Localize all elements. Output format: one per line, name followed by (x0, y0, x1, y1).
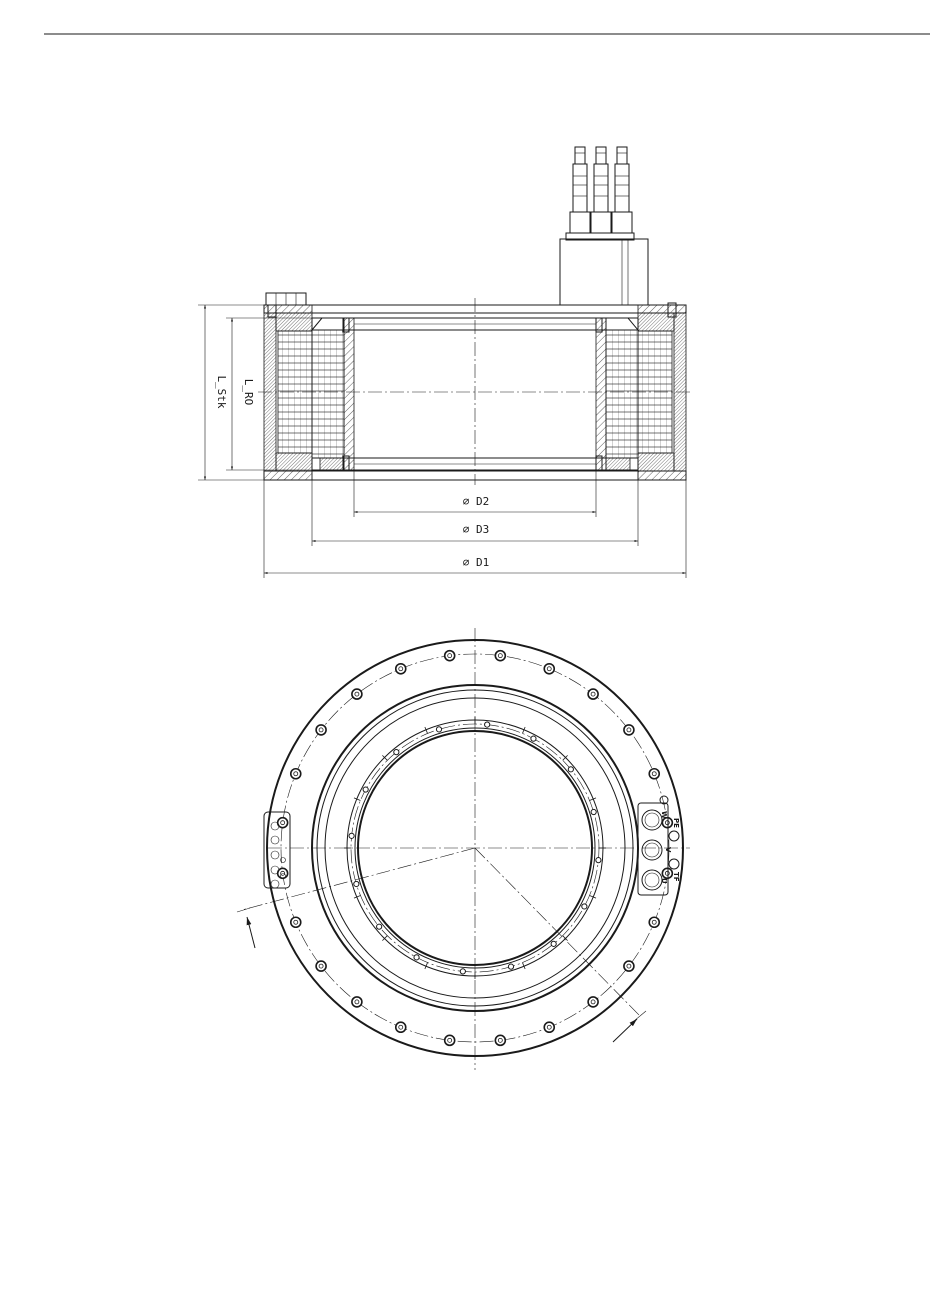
bolt-hole (588, 689, 598, 699)
bolt-hole (352, 997, 362, 1007)
rotor-bolt-hole (354, 881, 359, 886)
bolt-hole (588, 997, 598, 1007)
bolt-hole (316, 725, 326, 735)
connector-label-w: W (660, 811, 668, 819)
bolt-hole (316, 961, 326, 971)
bolt-hole (624, 725, 634, 735)
bolt-hole (624, 961, 634, 971)
terminal-box (560, 147, 648, 305)
rotor-bolt-hole (436, 727, 441, 732)
bolt-hole (495, 651, 505, 661)
front-view: W PE V TF U (237, 628, 690, 1070)
bolt-hole (445, 1035, 455, 1045)
cable-gland (591, 147, 611, 233)
rotor-bolt-hole (508, 964, 513, 969)
dim-label-d3: ∅ D3 (463, 523, 490, 536)
bolt-hole (352, 689, 362, 699)
dim-label-l-ro: L_RO (242, 379, 255, 406)
bolt-hole (495, 1035, 505, 1045)
rotor-bolt-hole (551, 941, 556, 946)
section-arrow-left (247, 917, 255, 948)
rotor-bolt-hole (414, 955, 419, 960)
power-connector-plate: W PE V TF U (638, 796, 680, 895)
bolt-hole (445, 651, 455, 661)
rotor-bolt-hole (363, 787, 368, 792)
rotor-bolt-hole (591, 809, 596, 814)
rotor-bolt-hole (596, 858, 601, 863)
connector-label-u: U (660, 878, 668, 884)
connector-label-v: V (664, 847, 672, 853)
rotor-bolt-hole (568, 767, 573, 772)
bolt-hole (649, 917, 659, 927)
rotor-bolt-hole (349, 833, 354, 838)
rotor-bolt-hole (460, 969, 465, 974)
bolt-hole (544, 664, 554, 674)
dim-label-d1: ∅ D1 (463, 556, 490, 569)
bolt-hole (544, 1022, 554, 1032)
bolt-hole (291, 769, 301, 779)
connector-label-tf: TF (672, 872, 680, 882)
rotor-bolt-hole (394, 750, 399, 755)
bolt-hole (649, 769, 659, 779)
section-arrow-right (613, 1019, 637, 1042)
cable-gland (612, 147, 632, 233)
rotor-bolt-hole (485, 722, 490, 727)
bolt-hole (662, 868, 672, 878)
bolt-hole (291, 917, 301, 927)
dim-label-d2: ∅ D2 (463, 495, 490, 508)
cable-gland (570, 147, 590, 233)
bolt-hole (396, 664, 406, 674)
dim-label-l-stk: L_Stk (215, 375, 228, 408)
side-view: L_Stk L_RO ∅ D2 ∅ D3 ∅ D1 (198, 147, 692, 578)
rotor-bolt-hole (531, 736, 536, 741)
bolt-hole (662, 818, 672, 828)
rotor-bolt-hole (582, 904, 587, 909)
rotor-bolt-hole (377, 924, 382, 929)
connector-label-pe: PE (672, 818, 680, 828)
bolt-hole (396, 1022, 406, 1032)
